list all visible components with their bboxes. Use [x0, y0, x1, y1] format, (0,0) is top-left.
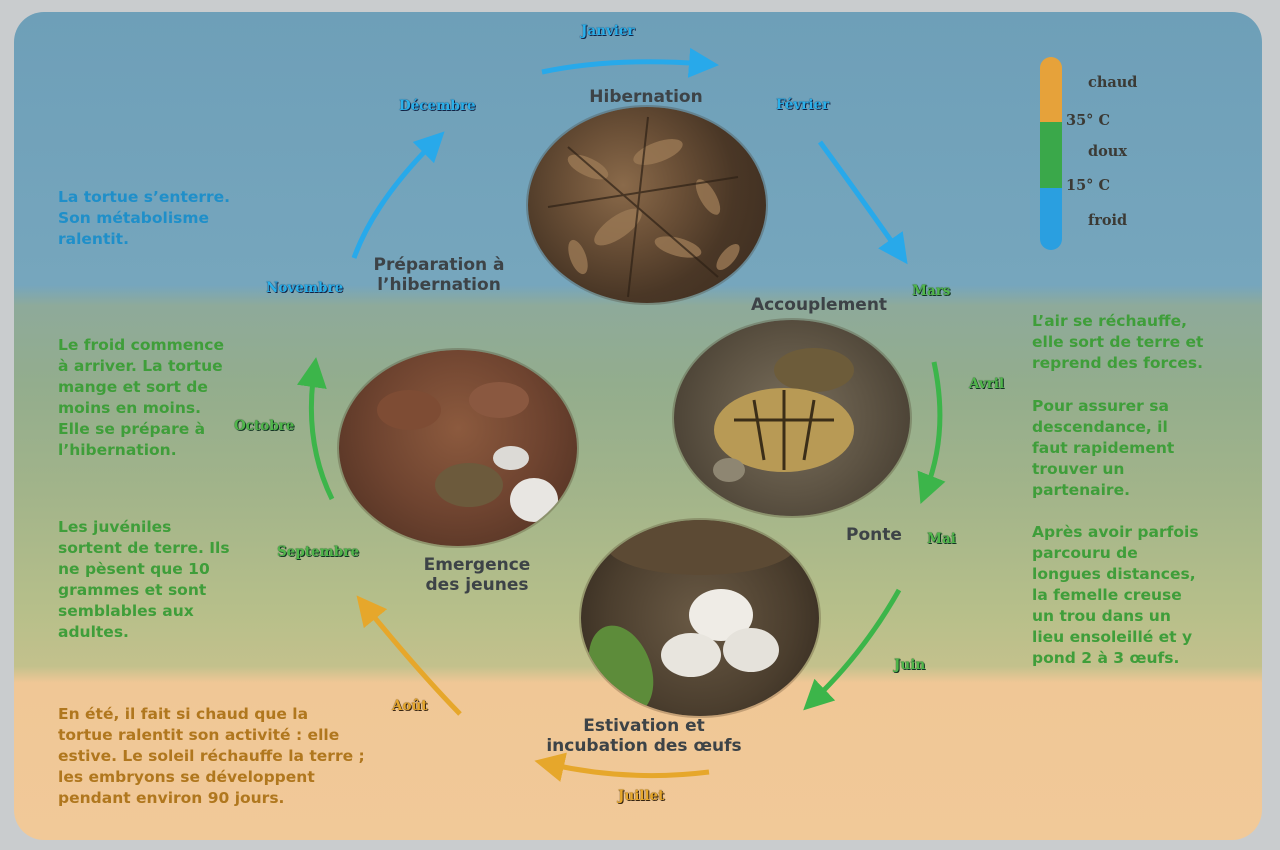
arrow-fevrier-mars	[817, 140, 908, 265]
scale-label-35c: 35° C	[1066, 112, 1111, 129]
text-line: faut rapidement	[1032, 439, 1175, 457]
text-line: ne pèsent que 10	[58, 560, 210, 578]
text-line: adultes.	[58, 623, 129, 641]
temperature-scale	[1040, 57, 1062, 250]
text-line: En été, il fait si chaud que la	[58, 705, 309, 723]
month-mars: Mars	[912, 283, 951, 299]
text-line: à arriver. La tortue	[58, 357, 223, 375]
text-line: pond 2 à 3 œufs.	[1032, 649, 1180, 667]
stage-accouplement: Accouplement	[750, 295, 888, 315]
arrow-aout-septembre	[356, 595, 462, 716]
month-aout: Août	[392, 698, 428, 714]
juvenile-drawing	[377, 382, 558, 522]
text-line: Elle se prépare à	[58, 420, 206, 438]
month-septembre: Septembre	[277, 544, 360, 560]
text-ete: En été, il fait si chaud que la tortue r…	[58, 704, 365, 809]
arrow-juillet	[534, 752, 710, 782]
tortoises-drawing	[713, 348, 854, 482]
text-line: mange et sort de	[58, 378, 208, 396]
stage-ponte: Ponte	[846, 525, 902, 545]
photo-accouplement-tortoises	[674, 320, 910, 516]
text-line: parcouru de	[1032, 544, 1138, 562]
month-mai: Mai	[927, 531, 956, 547]
text-line: la femelle creuse	[1032, 586, 1182, 604]
month-avril: Avril	[969, 376, 1005, 392]
text-line: Les juvéniles	[58, 518, 172, 536]
text-distances: Après avoir parfois parcouru de longues …	[1032, 522, 1199, 669]
stage-hibernation: Hibernation	[589, 87, 703, 107]
arrow-avril-mai	[917, 361, 946, 504]
text-line: descendance, il	[1032, 418, 1168, 436]
text-line: reprend des forces.	[1032, 354, 1204, 372]
text-air: L’air se réchauffe, elle sort de terre e…	[1032, 311, 1203, 374]
text-line: lieu ensoleillé et y	[1032, 628, 1193, 646]
stage-preparation-line2: l’hibernation	[377, 275, 501, 295]
text-line: sortent de terre. Ils	[58, 539, 230, 557]
stage-estivation-line2: incubation des œufs	[546, 736, 742, 756]
scale-segment-chaud	[1040, 57, 1062, 122]
arrow-septembre-octobre	[297, 357, 335, 501]
scale-label-froid: froid	[1088, 212, 1128, 229]
text-line: elle sort de terre et	[1032, 333, 1204, 351]
text-descendance: Pour assurer sa descendance, il faut rap…	[1032, 396, 1174, 501]
scale-label-15c: 15° C	[1066, 177, 1111, 194]
text-line: Après avoir parfois	[1032, 523, 1199, 541]
text-line: longues distances,	[1032, 565, 1196, 583]
stage-estivation: Estivation et incubation des œufs	[514, 716, 774, 756]
month-fevrier: Février	[776, 97, 830, 113]
cycle-arrows	[297, 47, 946, 782]
text-line: Son métabolisme	[58, 209, 210, 227]
month-janvier: Janvier	[581, 23, 635, 39]
text-line: estive. Le soleil réchauffe la terre ;	[58, 747, 365, 765]
leaves-texture	[547, 116, 740, 298]
photo-hibernation-leaves	[528, 107, 766, 303]
text-froid: Le froid commence à arriver. La tortue m…	[58, 335, 224, 461]
text-line: moins en moins.	[58, 399, 201, 417]
text-line: l’hibernation.	[58, 441, 177, 459]
text-line: La tortue s’enterre.	[58, 188, 231, 206]
text-line: trouver un	[1032, 460, 1125, 478]
text-line: pendant environ 90 jours.	[58, 789, 285, 807]
text-line: les embryons se développent	[58, 768, 315, 786]
month-decembre: Décembre	[399, 98, 476, 114]
stage-estivation-line1: Estivation et	[583, 716, 705, 736]
scale-label-chaud: chaud	[1088, 74, 1138, 91]
stage-emergence: Emergence des jeunes	[412, 555, 542, 595]
text-line: Le froid commence	[58, 336, 225, 354]
stage-preparation: Préparation à l’hibernation	[364, 255, 514, 295]
text-line: Pour assurer sa	[1032, 397, 1169, 415]
text-line: semblables aux	[58, 602, 194, 620]
text-juveniles: Les juvéniles sortent de terre. Ils ne p…	[58, 517, 230, 643]
month-octobre: Octobre	[234, 418, 295, 434]
text-line: partenaire.	[1032, 481, 1130, 499]
arrow-mai-juin	[803, 588, 902, 711]
text-enterre: La tortue s’enterre. Son métabolisme ral…	[58, 187, 230, 250]
text-line: grammes et sont	[58, 581, 207, 599]
text-line: L’air se réchauffe,	[1032, 312, 1187, 330]
stage-preparation-line1: Préparation à	[373, 255, 505, 275]
stage-emergence-line1: Emergence	[423, 555, 531, 575]
month-juin: Juin	[894, 657, 926, 673]
month-novembre: Novembre	[266, 280, 344, 296]
text-line: tortue ralentit son activité : elle	[58, 726, 340, 744]
arrow-novembre-decembre	[351, 131, 445, 259]
eggs-drawing	[588, 520, 796, 715]
photo-estivation-eggs	[581, 520, 819, 716]
text-line: ralentit.	[58, 230, 129, 248]
arrow-janvier	[541, 47, 719, 78]
month-juillet: Juillet	[618, 788, 665, 804]
text-line: un trou dans un	[1032, 607, 1171, 625]
photo-emergence-juveniles	[339, 350, 577, 546]
tortoise-life-cycle-diagram: Hibernation Préparation à l’hibernation …	[14, 12, 1262, 840]
scale-segment-froid	[1040, 188, 1062, 250]
scale-label-doux: doux	[1088, 143, 1127, 160]
stage-emergence-line2: des jeunes	[425, 575, 529, 595]
scale-segment-doux	[1040, 122, 1062, 188]
